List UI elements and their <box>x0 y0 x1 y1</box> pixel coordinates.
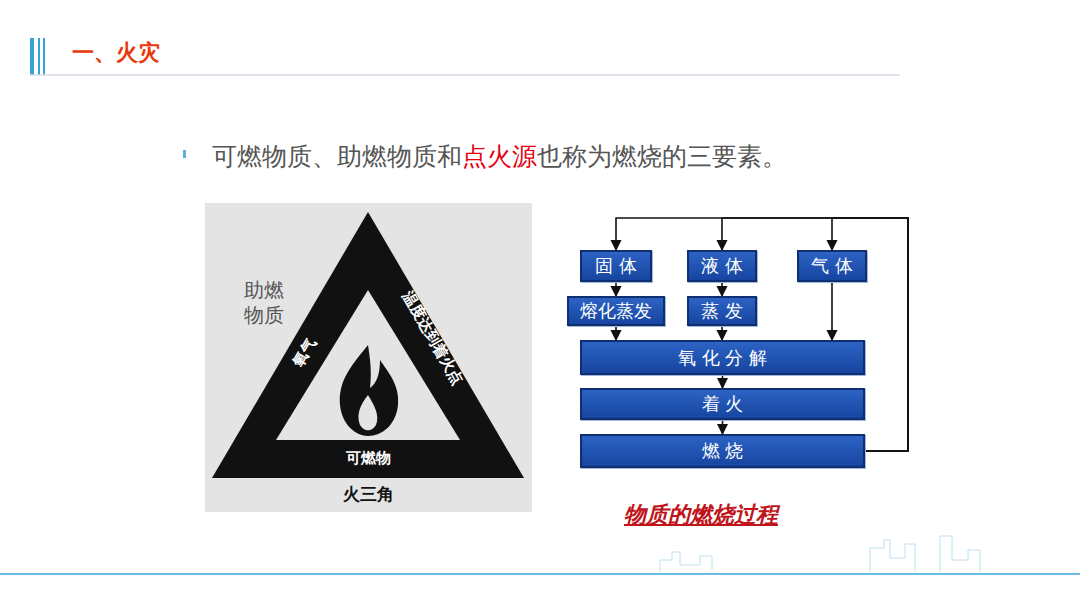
process-box: 氧 化 分 解 <box>580 340 865 375</box>
process-box: 液 体 <box>687 250 757 282</box>
header-bar <box>43 38 45 75</box>
figure-caption: 物质的燃烧过程 <box>624 500 778 530</box>
process-box: 蒸 发 <box>687 296 757 326</box>
header-bar <box>30 38 34 75</box>
band-label: 可燃物 <box>346 449 391 468</box>
footer-rule <box>0 573 1080 575</box>
process-box: 气 体 <box>797 250 867 282</box>
box-text: 气 体 <box>811 254 853 278</box>
bullet-text: 可燃物质、助燃物质和 <box>212 142 462 171</box>
side-label: 助燃物质 <box>244 278 288 328</box>
figure-label: 火三角 <box>343 483 394 506</box>
fire-triangle <box>212 212 524 478</box>
box-text: 氧 化 分 解 <box>678 346 767 370</box>
flame-core <box>358 395 377 430</box>
box-text: 固 体 <box>595 254 637 278</box>
box-text: 液 体 <box>701 254 743 278</box>
header-bar <box>38 38 40 75</box>
box-text: 蒸 发 <box>701 299 743 323</box>
flow-arrow <box>831 282 833 340</box>
bullet-mark <box>183 150 186 158</box>
process-box: 燃 烧 <box>580 434 865 468</box>
bullet-line: 可燃物质、助燃物质和点火源也称为燃烧的三要素。 <box>212 140 787 173</box>
flow-arrow <box>722 420 724 434</box>
flow-arrow <box>615 282 617 296</box>
process-box: 固 体 <box>580 250 652 282</box>
box-text: 着 火 <box>702 392 744 416</box>
slide-title: 一、火灾 <box>72 38 160 68</box>
process-box: 熔化蒸发 <box>567 296 665 326</box>
flow-arrow <box>721 326 723 340</box>
triangle-hole <box>276 290 460 440</box>
box-text: 熔化蒸发 <box>580 299 652 323</box>
box-text: 燃 烧 <box>702 439 744 463</box>
triangle-ground <box>205 203 532 512</box>
skyline-deco <box>660 536 980 572</box>
bullet-emphasis: 点火源 <box>462 142 537 171</box>
flame-icon <box>340 345 398 436</box>
process-box: 着 火 <box>580 388 865 420</box>
flow-arrow <box>721 282 723 296</box>
bullet-text: 也称为燃烧的三要素。 <box>537 142 787 171</box>
flow-arrow <box>615 326 617 340</box>
header-rule <box>30 74 900 76</box>
flow-arrow <box>722 375 724 388</box>
